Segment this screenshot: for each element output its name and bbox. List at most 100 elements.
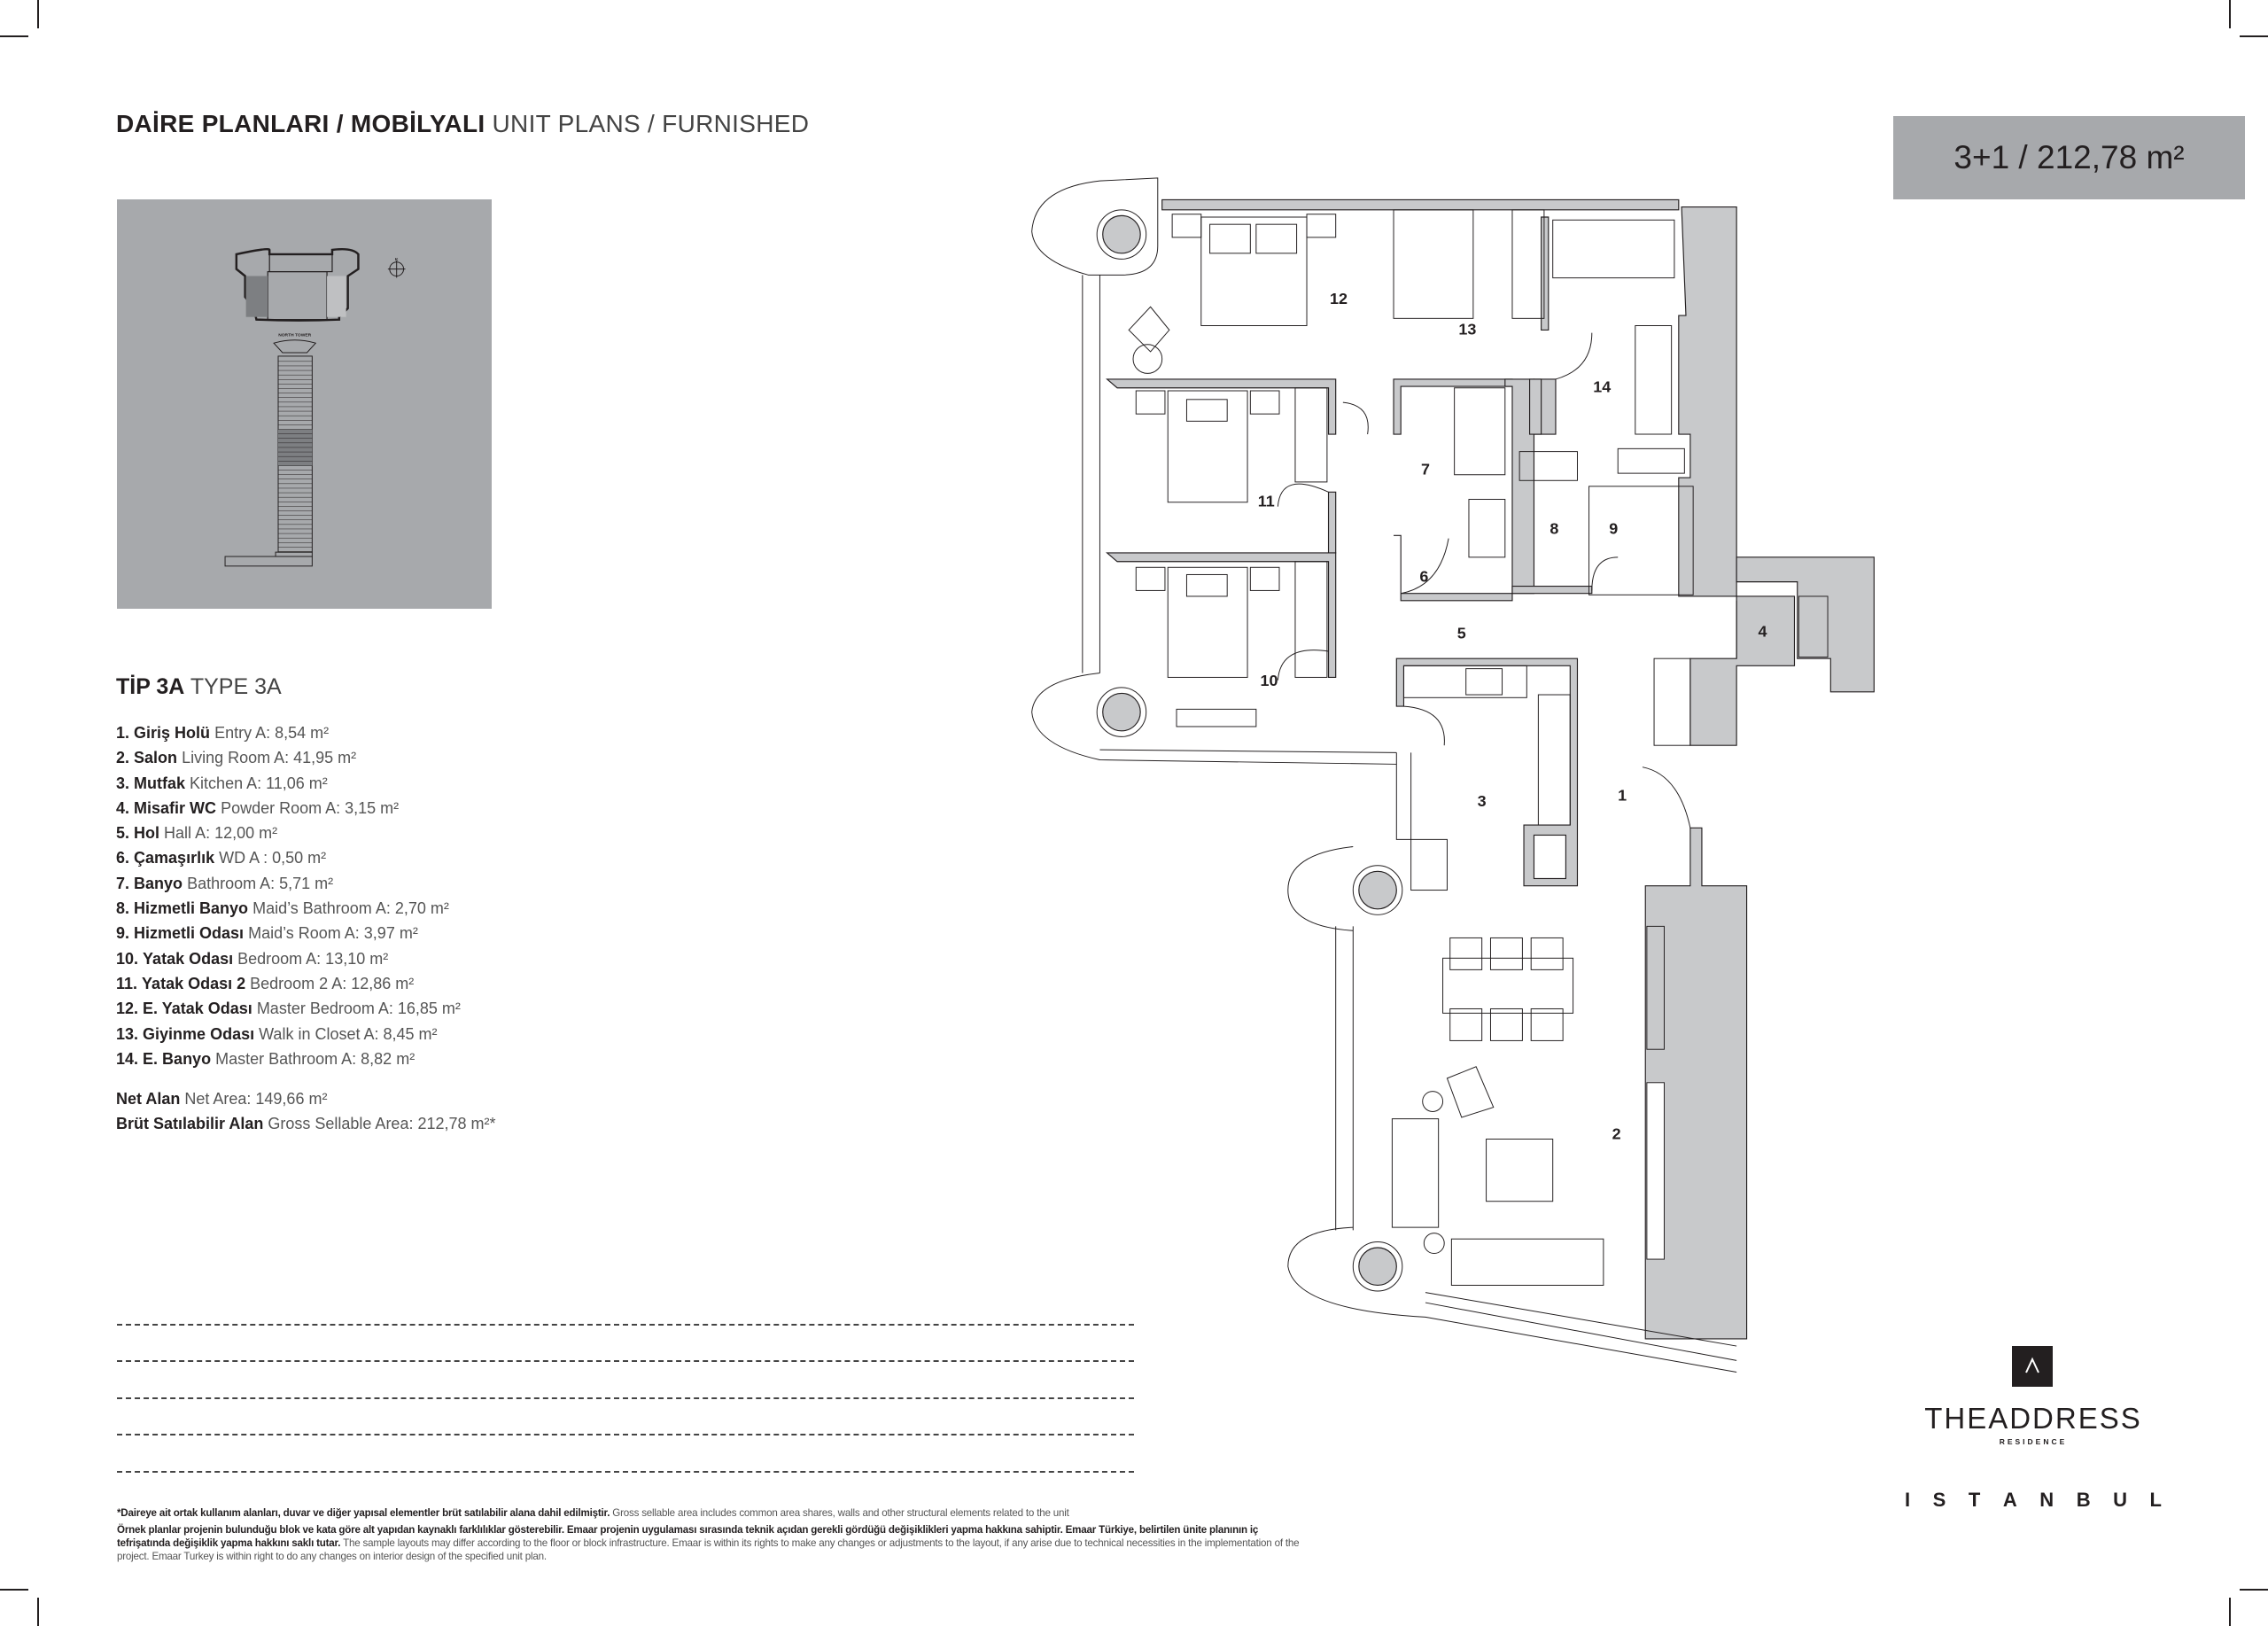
room-name-en-area: Kitchen A: 11,06 m² (190, 774, 328, 792)
unit-size-badge: 3+1 / 212,78 m² (1893, 116, 2245, 199)
room-name-tr: Banyo (134, 874, 183, 892)
room-label: 10 (1261, 672, 1278, 689)
unit-type-heading: TİP 3A TYPE 3A (116, 674, 282, 700)
room-name-en-area: Master Bedroom A: 16,85 m² (256, 1000, 461, 1018)
room-list-item: 5. Hol Hall A: 12,00 m² (116, 821, 461, 845)
unit-size-text: 3+1 / 212,78 m² (1953, 139, 2185, 175)
room-label: 14 (1593, 378, 1611, 396)
room-list-item: 2. Salon Living Room A: 41,95 m² (116, 745, 461, 770)
disclaimer-en-2: The sample layouts may differ according … (117, 1537, 1300, 1562)
room-name-en-area: Hall A: 12,00 m² (164, 824, 278, 843)
room-number: 7. (116, 874, 130, 892)
room-name-en-area: Bathroom A: 5,71 m² (187, 874, 334, 892)
page-title: DAİRE PLANLARI / MOBİLYALI UNIT PLANS / … (116, 110, 809, 138)
room-number: 12. (116, 1000, 139, 1018)
crop-mark (2240, 1589, 2268, 1591)
room-label: 13 (1458, 320, 1476, 338)
city-letter: U (2113, 1489, 2128, 1511)
room-list-item: 6. Çamaşırlık WD A : 0,50 m² (116, 845, 461, 870)
room-name-tr: Hol (134, 824, 160, 843)
city-letter: N (2039, 1489, 2054, 1511)
note-line (117, 1397, 1134, 1399)
note-line (117, 1324, 1134, 1326)
city-letter: A (2002, 1489, 2017, 1511)
crop-mark (37, 1598, 39, 1626)
room-name-en-area: Powder Room A: 3,15 m² (221, 798, 400, 817)
disclaimer-en-1: Gross sellable area includes common area… (612, 1507, 1069, 1519)
room-name-tr: Giriş Holü (134, 724, 211, 742)
room-number: 9. (116, 924, 130, 943)
unit-type-tr: TİP 3A (116, 674, 185, 699)
room-list-item: 14. E. Banyo Master Bathroom A: 8,82 m² (116, 1046, 461, 1071)
key-plan: K NORTH TOWER (117, 199, 492, 609)
gross-area: Brüt Satılabilir Alan Gross Sellable Are… (116, 1111, 496, 1136)
room-name-tr: Salon (134, 749, 178, 767)
room-number: 2. (116, 749, 130, 767)
room-label: 12 (1330, 290, 1348, 307)
room-number: 3. (116, 774, 130, 792)
city-letter: I (1905, 1489, 1911, 1511)
crop-mark (2229, 1598, 2231, 1626)
room-label: 7 (1421, 461, 1430, 478)
city-letter: L (2149, 1489, 2162, 1511)
room-list-item: 8. Hizmetli Banyo Maid’s Bathroom A: 2,7… (116, 896, 461, 921)
city-letter: B (2076, 1489, 2091, 1511)
room-list-item: 12. E. Yatak Odası Master Bedroom A: 16,… (116, 996, 461, 1021)
room-number: 14. (116, 1049, 139, 1068)
room-number: 11. (116, 974, 138, 992)
room-name-en-area: Entry A: 8,54 m² (214, 724, 330, 742)
room-list-item: 9. Hizmetli Odası Maid’s Room A: 3,97 m² (116, 921, 461, 945)
room-name-tr: E. Yatak Odası (143, 1000, 252, 1018)
city-letter: S (1932, 1489, 1946, 1511)
note-line (117, 1471, 1134, 1473)
room-list-item: 3. Mutfak Kitchen A: 11,06 m² (116, 771, 461, 796)
room-number: 8. (116, 899, 130, 918)
room-list-item: 10. Yatak Odası Bedroom A: 13,10 m² (116, 946, 461, 971)
room-name-en-area: Maid’s Bathroom A: 2,70 m² (252, 899, 449, 918)
page-title-tr: DAİRE PLANLARI / MOBİLYALI (116, 110, 485, 137)
room-list-item: 4. Misafir WC Powder Room A: 3,15 m² (116, 796, 461, 821)
room-list-item: 13. Giyinme Odası Walk in Closet A: 8,45… (116, 1022, 461, 1046)
room-name-en-area: Master Bathroom A: 8,82 m² (215, 1049, 416, 1068)
room-list-item: 7. Banyo Bathroom A: 5,71 m² (116, 871, 461, 896)
unit-type-en: TYPE 3A (190, 674, 282, 699)
room-label: 8 (1550, 520, 1558, 538)
crop-mark (0, 35, 28, 37)
disclaimer-tr-1: *Daireye ait ortak kullanım alanları, du… (117, 1507, 610, 1519)
tower-label: NORTH TOWER (278, 332, 311, 338)
crop-mark (2229, 0, 2231, 28)
room-label: 11 (1258, 493, 1275, 510)
room-name-en-area: Walk in Closet A: 8,45 m² (259, 1024, 438, 1043)
city-letter: T (1968, 1489, 1981, 1511)
room-label: 4 (1759, 623, 1767, 641)
brand-name: THEADDRESS (1924, 1402, 2142, 1435)
room-label: 5 (1457, 624, 1466, 642)
room-name-tr: Yatak Odası (143, 949, 234, 968)
brand-subtitle: RESIDENCE (1999, 1437, 2068, 1446)
area-totals: Net Alan Net Area: 149,66 m² Brüt Satıla… (116, 1086, 496, 1137)
room-number: 4. (116, 798, 130, 817)
compass-label: K (395, 257, 399, 262)
crop-mark (37, 0, 39, 28)
room-list: 1. Giriş Holü Entry A: 8,54 m² 2. Salon L… (116, 720, 461, 1071)
room-number: 10. (116, 949, 139, 968)
crop-mark (0, 1589, 28, 1591)
room-name-en-area: Maid’s Room A: 3,97 m² (248, 924, 418, 943)
room-name-en-area: WD A : 0,50 m² (219, 849, 327, 867)
net-area-value: Net Area: 149,66 m² (184, 1090, 328, 1108)
room-list-item: 11. Yatak Odası 2 Bedroom 2 A: 12,86 m² (116, 971, 461, 996)
room-name-tr: Giyinme Odası (143, 1024, 255, 1043)
page-title-en: UNIT PLANS / FURNISHED (492, 110, 810, 137)
room-name-en-area: Living Room A: 41,95 m² (182, 749, 357, 767)
note-line (117, 1360, 1134, 1362)
room-name-tr: Hizmetli Banyo (134, 899, 249, 918)
caret-logo-icon (2025, 1357, 2039, 1373)
room-number: 5. (116, 824, 130, 843)
room-number: 1. (116, 724, 130, 742)
room-name-en-area: Bedroom 2 A: 12,86 m² (250, 974, 415, 992)
tower-key-plan-drawing: K NORTH TOWER (224, 247, 406, 567)
room-name-tr: Çamaşırlık (134, 849, 215, 867)
